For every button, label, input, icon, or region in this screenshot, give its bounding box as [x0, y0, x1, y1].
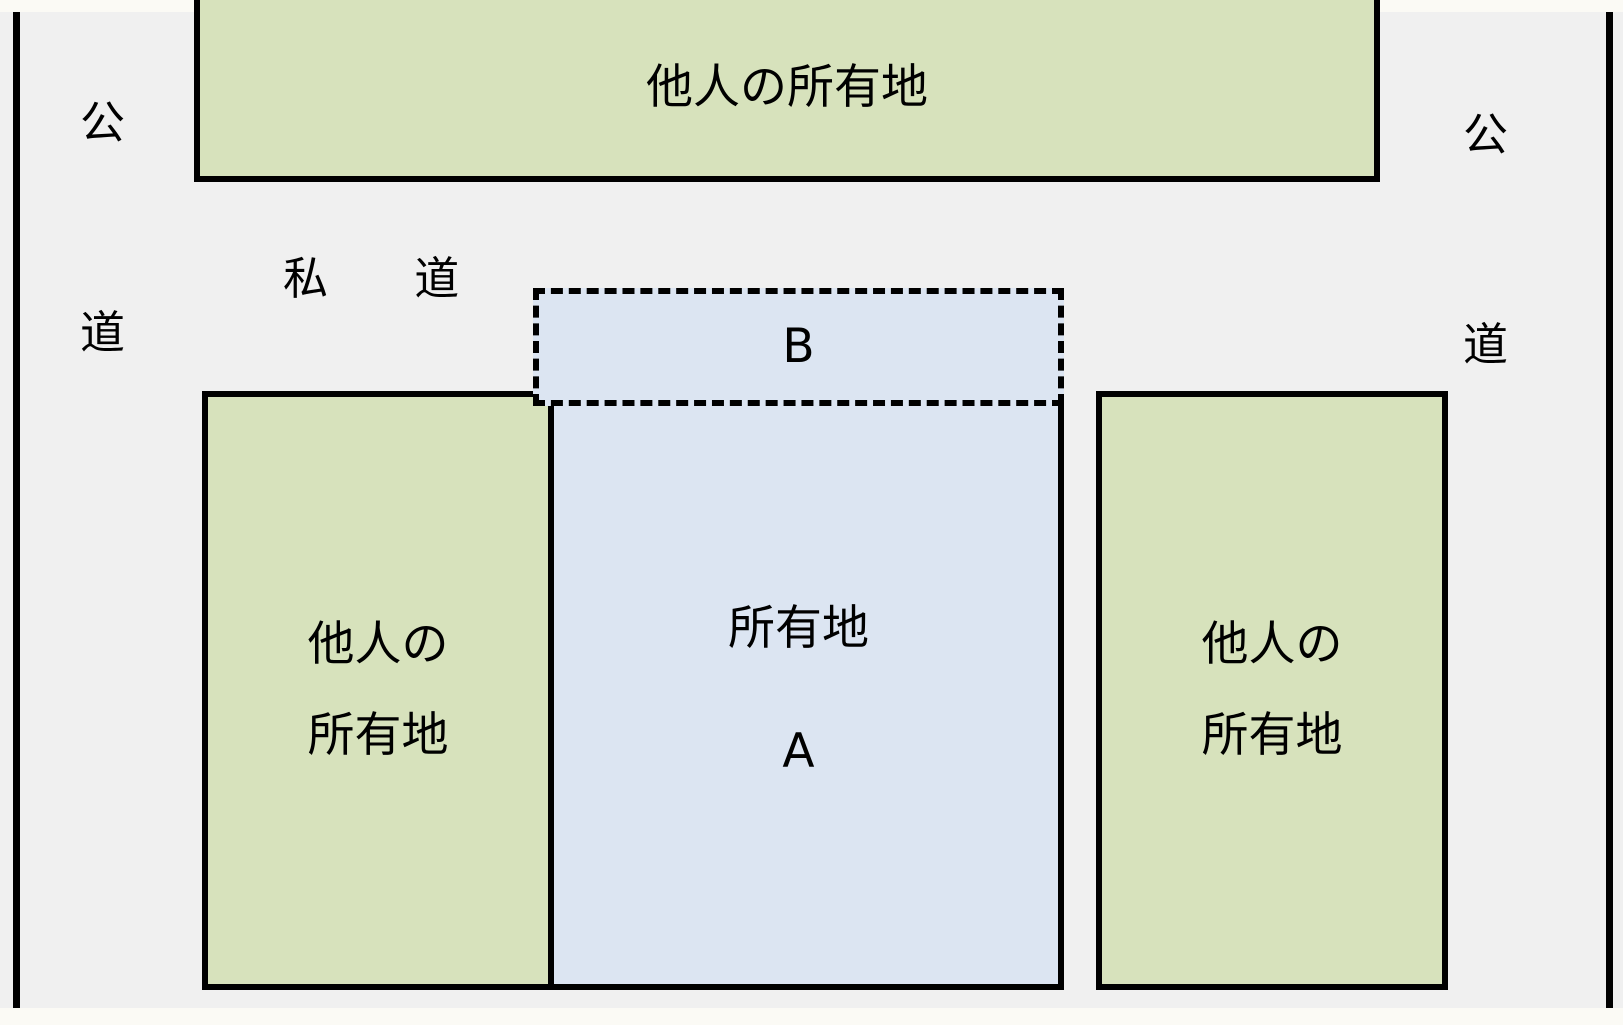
label-public-road-left-char1: 公: [80, 96, 126, 149]
label-public-road-left: 公 道: [80, 100, 125, 355]
public-road-boundary-left-line: [13, 12, 20, 1008]
parcel-top-other-land-label: 他人の所有地: [646, 59, 928, 115]
parcel-right-other-land-label-line2: 所有地: [1201, 707, 1343, 763]
parcel-strip-b: B: [533, 288, 1064, 406]
parcel-top-other-land: 他人の所有地: [194, 0, 1380, 182]
label-public-road-left-char2: 道: [80, 306, 126, 359]
label-public-road-right-char2: 道: [1463, 318, 1509, 371]
parcel-left-other-land-label-line1: 他人の: [307, 617, 449, 673]
public-road-boundary-right-line: [1606, 12, 1613, 1008]
label-public-road-right: 公 道: [1463, 112, 1508, 367]
parcel-center-owned-land-label: 所有地: [728, 601, 869, 657]
label-public-road-right-char1: 公: [1463, 108, 1509, 161]
parcel-left-other-land-label-line2: 所有地: [307, 707, 449, 763]
parcel-strip-b-label: B: [782, 318, 815, 374]
parcel-center-owned-land-letter: A: [782, 723, 815, 779]
parcel-center-owned-land-a: 所有地 A: [533, 391, 1064, 990]
parcel-left-other-land: 他人の 所有地: [202, 391, 554, 990]
parcel-right-other-land: 他人の 所有地: [1096, 391, 1448, 990]
parcel-right-other-land-label-line1: 他人の: [1201, 617, 1343, 673]
label-private-road: 私 道: [283, 252, 496, 305]
